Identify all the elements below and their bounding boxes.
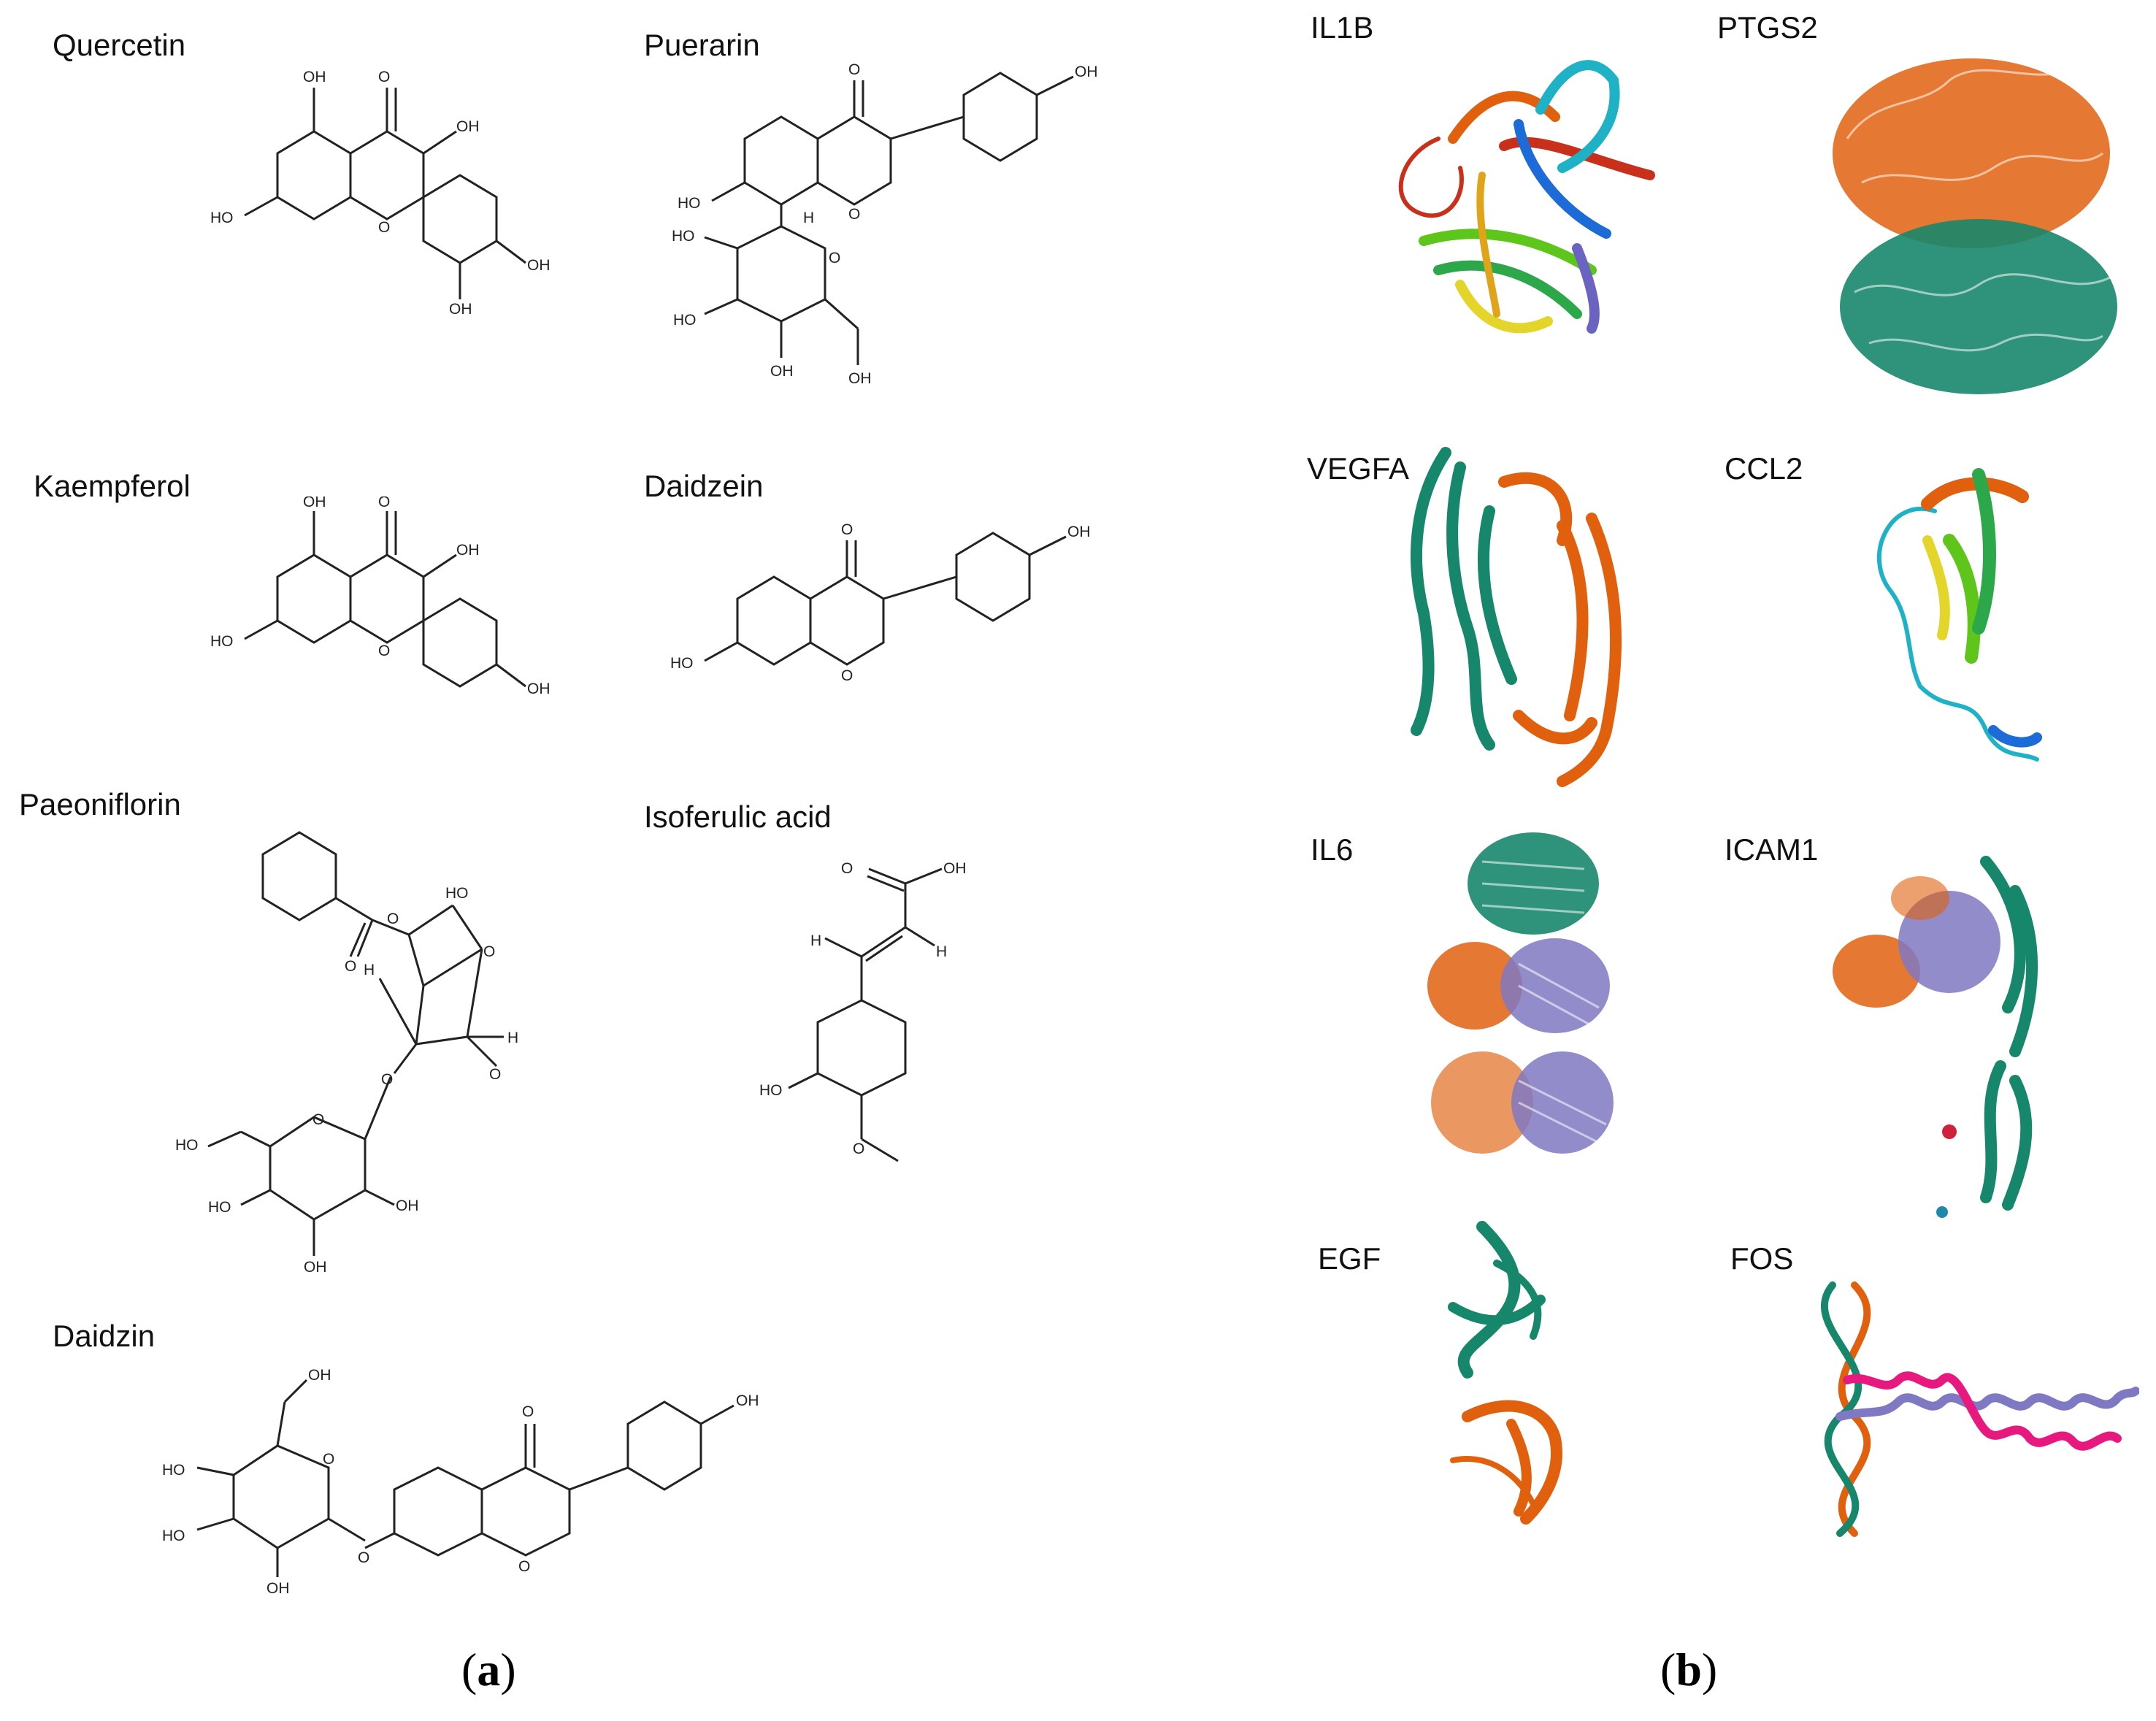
ccl2-ribbon bbox=[1876, 468, 2042, 762]
compound-label-quercetin: Quercetin bbox=[53, 28, 186, 62]
atom-label: HO bbox=[162, 1462, 185, 1479]
atom-label: OH bbox=[266, 1580, 290, 1597]
atom-label: O bbox=[378, 69, 390, 85]
isoferulic-acid-structure: O OH H H HO O bbox=[759, 860, 967, 1162]
atom-label: OH bbox=[303, 497, 326, 510]
atom-label: O bbox=[853, 1141, 864, 1157]
protein-label-ptgs2: PTGS2 bbox=[1717, 10, 1818, 45]
atom-label: O bbox=[848, 61, 860, 78]
atom-label: OH bbox=[304, 1259, 327, 1276]
atom-label: HO bbox=[670, 655, 694, 672]
panel-label-a: (a) bbox=[461, 1643, 516, 1697]
atom-label: O bbox=[518, 1558, 530, 1575]
atom-label: O bbox=[387, 911, 399, 927]
protein-label-ccl2: CCL2 bbox=[1725, 451, 1803, 486]
atom-label: O bbox=[378, 643, 390, 659]
atom-label: O bbox=[378, 219, 390, 236]
atom-label: H bbox=[803, 210, 814, 226]
daidzin-structure: OH HO O HO OH O O OH O bbox=[162, 1367, 759, 1597]
atom-label: HO bbox=[208, 1199, 231, 1216]
atom-label: HO bbox=[759, 1082, 783, 1099]
compound-label-daidzein: Daidzein bbox=[644, 469, 764, 503]
atom-label: OH bbox=[396, 1197, 419, 1214]
compound-label-kaempferol: Kaempferol bbox=[34, 469, 191, 503]
atom-label: OH bbox=[449, 301, 472, 318]
atom-label: O bbox=[323, 1451, 334, 1468]
atom-label: HO bbox=[673, 312, 697, 329]
kaempferol-structure: O OH OH HO O OH bbox=[210, 497, 550, 697]
atom-label: OH bbox=[456, 118, 480, 135]
panel-label-letter: b bbox=[1676, 1644, 1702, 1695]
protein-label-il6: IL6 bbox=[1311, 832, 1354, 867]
il6-ribbon bbox=[1427, 832, 1614, 1154]
icam1-ribbon bbox=[1833, 856, 2038, 1218]
ptgs2-ribbon bbox=[1833, 58, 2117, 394]
atom-label: HO bbox=[210, 210, 234, 226]
atom-label: HO bbox=[678, 195, 701, 212]
atom-label: O bbox=[829, 250, 840, 267]
atom-label: OH bbox=[848, 370, 872, 387]
compound-label-daidzin: Daidzin bbox=[53, 1319, 156, 1353]
atom-label: HO bbox=[162, 1528, 185, 1544]
atom-label: OH bbox=[1075, 64, 1098, 80]
protein-label-icam1: ICAM1 bbox=[1725, 832, 1819, 867]
panel-label-open-paren: ( bbox=[461, 1644, 477, 1695]
atom-label: OH bbox=[527, 257, 550, 274]
protein-label-vegfa: VEGFA bbox=[1307, 451, 1410, 486]
panel-label-letter: a bbox=[477, 1644, 501, 1695]
atom-label: O bbox=[489, 1066, 501, 1083]
atom-label: O bbox=[381, 1071, 393, 1088]
atom-label: OH bbox=[770, 363, 794, 380]
panel-label-close-paren: ) bbox=[1701, 1644, 1718, 1695]
atom-label: O bbox=[483, 943, 495, 960]
atom-label: OH bbox=[308, 1367, 331, 1384]
compound-label-puerarin: Puerarin bbox=[644, 28, 760, 62]
quercetin-structure: O OH OH HO O OH OH bbox=[210, 69, 550, 318]
atom-label: HO bbox=[672, 228, 695, 245]
atom-label: OH bbox=[1067, 524, 1091, 540]
atom-label: O bbox=[841, 667, 853, 684]
atom-label: O bbox=[848, 206, 860, 223]
atom-label: H bbox=[810, 932, 821, 949]
atom-label: OH bbox=[527, 681, 550, 697]
atom-label: O bbox=[841, 521, 853, 538]
compound-label-paeoniflorin: Paeoniflorin bbox=[19, 787, 181, 821]
atom-label: HO bbox=[445, 885, 469, 902]
compound-label-isoferulic-acid: Isoferulic acid bbox=[644, 800, 832, 834]
atom-label: HO bbox=[175, 1137, 199, 1154]
paeoniflorin-structure: O O HO O H O H O HO O HO OH OH bbox=[175, 831, 518, 1276]
protein-label-il1b: IL1B bbox=[1311, 10, 1374, 45]
daidzein-structure: O OH HO O bbox=[670, 521, 1091, 684]
atom-label: H bbox=[507, 1030, 518, 1046]
protein-label-fos: FOS bbox=[1730, 1241, 1794, 1276]
vegfa-ribbon bbox=[1411, 447, 1622, 787]
atom-label: H bbox=[364, 962, 375, 978]
atom-label: HO bbox=[210, 633, 234, 650]
atom-label: OH bbox=[736, 1392, 759, 1409]
atom-label: OH bbox=[943, 860, 967, 877]
atom-label: O bbox=[358, 1549, 369, 1566]
atom-label: O bbox=[522, 1403, 534, 1420]
atom-label: OH bbox=[456, 542, 480, 559]
atom-label: H bbox=[936, 943, 947, 960]
puerarin-structure: O OH HO O O H HO HO OH OH bbox=[672, 61, 1098, 387]
panel-label-open-paren: ( bbox=[1660, 1644, 1676, 1695]
panel-label-b: (b) bbox=[1660, 1643, 1717, 1697]
atom-label: O bbox=[312, 1111, 324, 1128]
fos-ribbon bbox=[1820, 1281, 2139, 1537]
panel-label-close-paren: ) bbox=[500, 1644, 516, 1695]
atom-label: O bbox=[841, 860, 853, 877]
atom-label: OH bbox=[303, 69, 326, 85]
il1b-ribbon bbox=[1398, 60, 1655, 334]
protein-label-egf: EGF bbox=[1318, 1241, 1381, 1276]
atom-label: O bbox=[345, 958, 356, 975]
atom-label: O bbox=[378, 497, 390, 510]
egf-ribbon bbox=[1448, 1221, 1562, 1525]
